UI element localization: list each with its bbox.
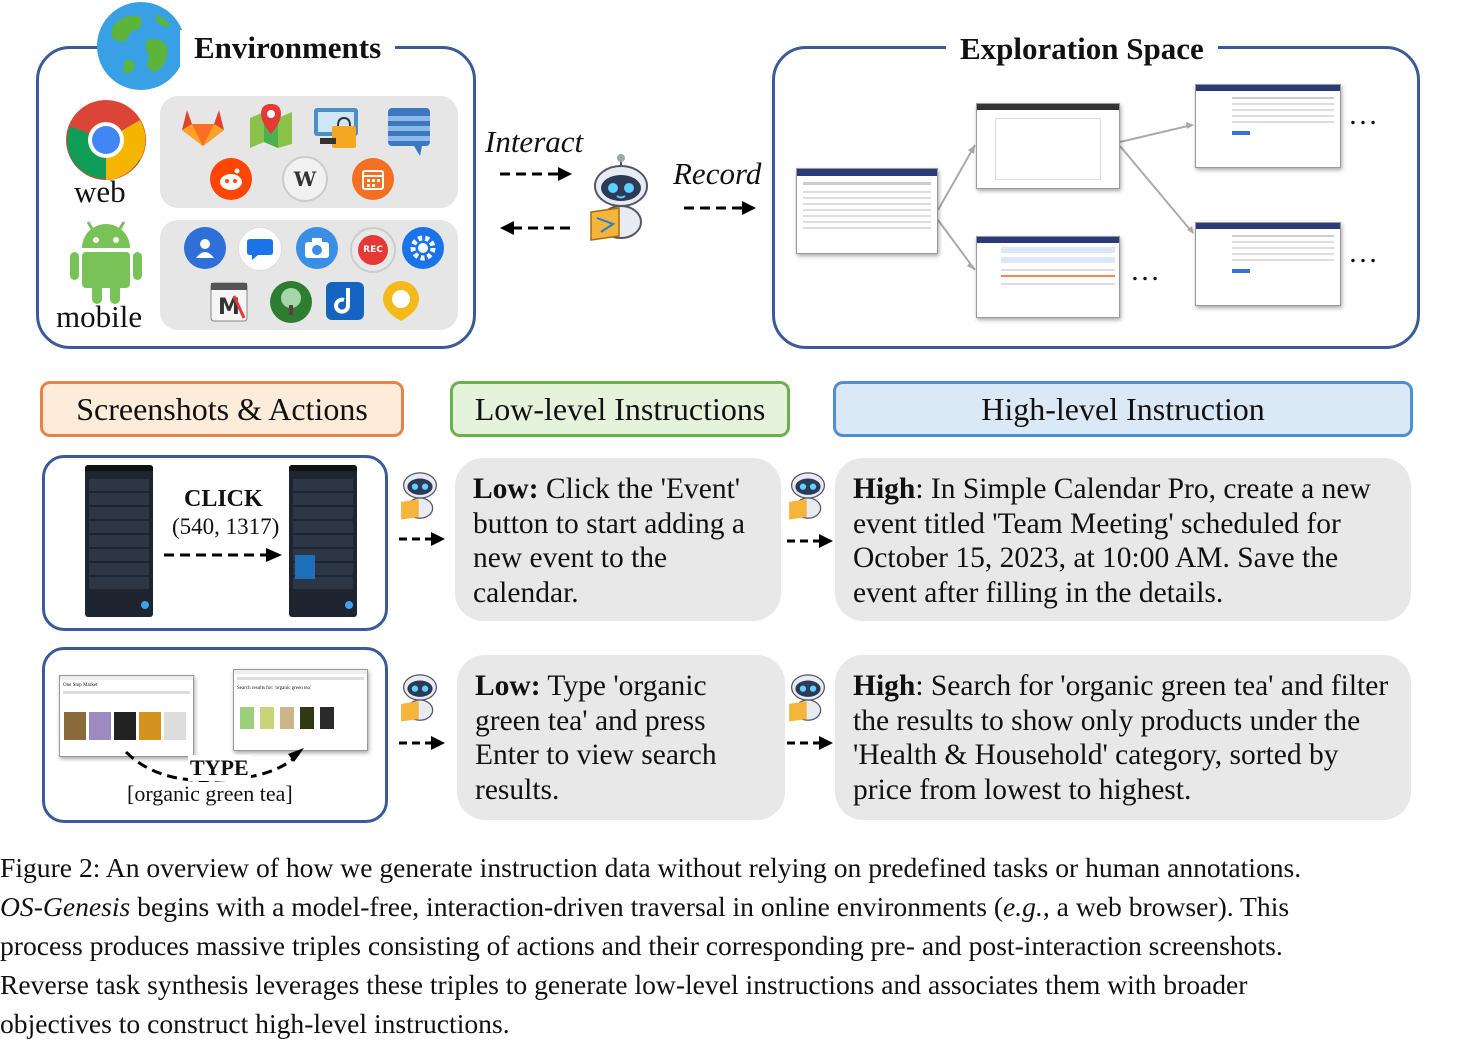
caption-line-5: objectives to construct high-level instr… [0, 1008, 510, 1039]
row1-action-name: CLICK [184, 486, 263, 512]
row2-high-instruction: High: Search for 'organic green tea' and… [835, 655, 1411, 820]
maps-icon [246, 102, 296, 148]
figure-caption: Figure 2: An overview of how we generate… [0, 848, 1481, 1043]
interact-arrow [500, 167, 572, 181]
row1-high-instruction: High: In Simple Calendar Pro, create a n… [835, 458, 1411, 621]
camera-icon [296, 227, 338, 269]
caption-eg: e.g. [1003, 891, 1043, 922]
row1-post-screenshot [289, 465, 357, 617]
ellipsis-2: … [1348, 236, 1378, 269]
header-low-level: Low-level Instructions [450, 381, 790, 437]
row1-low-prefix: Low: [473, 473, 539, 505]
row2-low-instruction: Low: Type 'organic green tea' and press … [457, 655, 785, 820]
row1-high-arrow [787, 534, 833, 548]
row2-high-robot-icon [779, 664, 837, 726]
row2-store-name: One Stop Market [63, 683, 98, 688]
row1-low-robot-icon [391, 462, 449, 524]
row2-high-text: : Search for 'organic green tea' and fil… [853, 670, 1389, 806]
exploration-screen-c [1195, 84, 1341, 168]
gitlab-icon [180, 106, 226, 148]
caption-line-1: Figure 2: An overview of how we generate… [0, 852, 1302, 883]
tree-icon [270, 281, 312, 323]
row2-action-name: TYPE [188, 755, 251, 781]
markor-icon: M [210, 282, 248, 322]
interact-label: Interact [485, 124, 584, 159]
exploration-screen-b [976, 236, 1120, 318]
mobile-label: mobile [56, 299, 143, 334]
wikipedia-icon: W [282, 156, 328, 202]
record-label: Record [673, 156, 762, 191]
caption-line-2a: begins with a model-free, interaction-dr… [130, 891, 1004, 922]
header-high-level: High-level Instruction [833, 381, 1413, 437]
row2-high-prefix: High [853, 670, 916, 702]
row1-high-prefix: High [853, 473, 916, 505]
messages-icon [238, 227, 282, 271]
row2-low-arrow [399, 736, 445, 750]
row2-action-arg: [organic green tea] [127, 781, 293, 806]
row1-low-arrow [399, 532, 445, 546]
row1-high-robot-icon [779, 462, 837, 524]
recorder-text: REC [358, 235, 388, 265]
forum-icon [386, 106, 432, 158]
row1-high-text: : In Simple Calendar Pro, create a new e… [853, 473, 1371, 609]
header-screenshots-actions: Screenshots & Actions [40, 381, 404, 437]
exploration-title: Exploration Space [946, 31, 1218, 67]
globe-icon [95, 0, 187, 92]
svg-text:M: M [218, 295, 240, 320]
settings-icon [402, 227, 444, 269]
robot-agent-icon [575, 152, 667, 244]
row1-action-arg: (540, 1317) [172, 514, 280, 539]
caption-line-2: OS-Genesis begins with a model-free, int… [0, 887, 1481, 926]
ellipsis-1: … [1348, 98, 1378, 131]
exploration-screen-a [976, 103, 1120, 189]
ellipsis-3: … [1130, 254, 1160, 287]
row1-action-arrow [164, 548, 282, 562]
row1-low-text: Click the 'Event' button to start adding… [473, 473, 746, 609]
chrome-icon [64, 98, 148, 182]
shopping-icon [312, 104, 364, 152]
android-icon [68, 218, 144, 306]
location-icon [380, 280, 422, 322]
caption-line-4: Reverse task synthesis leverages these t… [0, 969, 1248, 1000]
caption-line-3: process produces massive triples consist… [0, 930, 1283, 961]
row2-high-arrow [787, 736, 833, 750]
exploration-screen-root [796, 168, 938, 254]
row2-low-prefix: Low: [475, 670, 541, 702]
row1-low-instruction: Low: Click the 'Event' button to start a… [455, 458, 781, 621]
caption-line-2b: , a web browser). This [1042, 891, 1290, 922]
row2-search-results: Search results for: 'organic green tea' [237, 686, 311, 691]
calendar-icon [352, 158, 394, 200]
row1-pre-screenshot [85, 465, 153, 617]
reddit-icon [210, 158, 252, 200]
environments-title: Environments [180, 30, 396, 66]
return-arrow [500, 221, 572, 235]
exploration-tree-edges [937, 122, 1194, 271]
row2-low-robot-icon [391, 664, 449, 726]
web-label: web [74, 174, 126, 209]
caption-system-name: OS-Genesis [0, 891, 131, 922]
row2-low-text: Type 'organic green tea' and press Enter… [475, 670, 717, 806]
music-icon [326, 282, 364, 320]
row2-pre-screenshot: One Stop Market [59, 675, 194, 757]
exploration-screen-d [1195, 222, 1341, 306]
record-arrow [684, 201, 756, 215]
row2-post-screenshot: Search results for: 'organic green tea' [233, 669, 368, 751]
contacts-icon [184, 227, 226, 269]
recorder-icon: REC [350, 227, 396, 273]
